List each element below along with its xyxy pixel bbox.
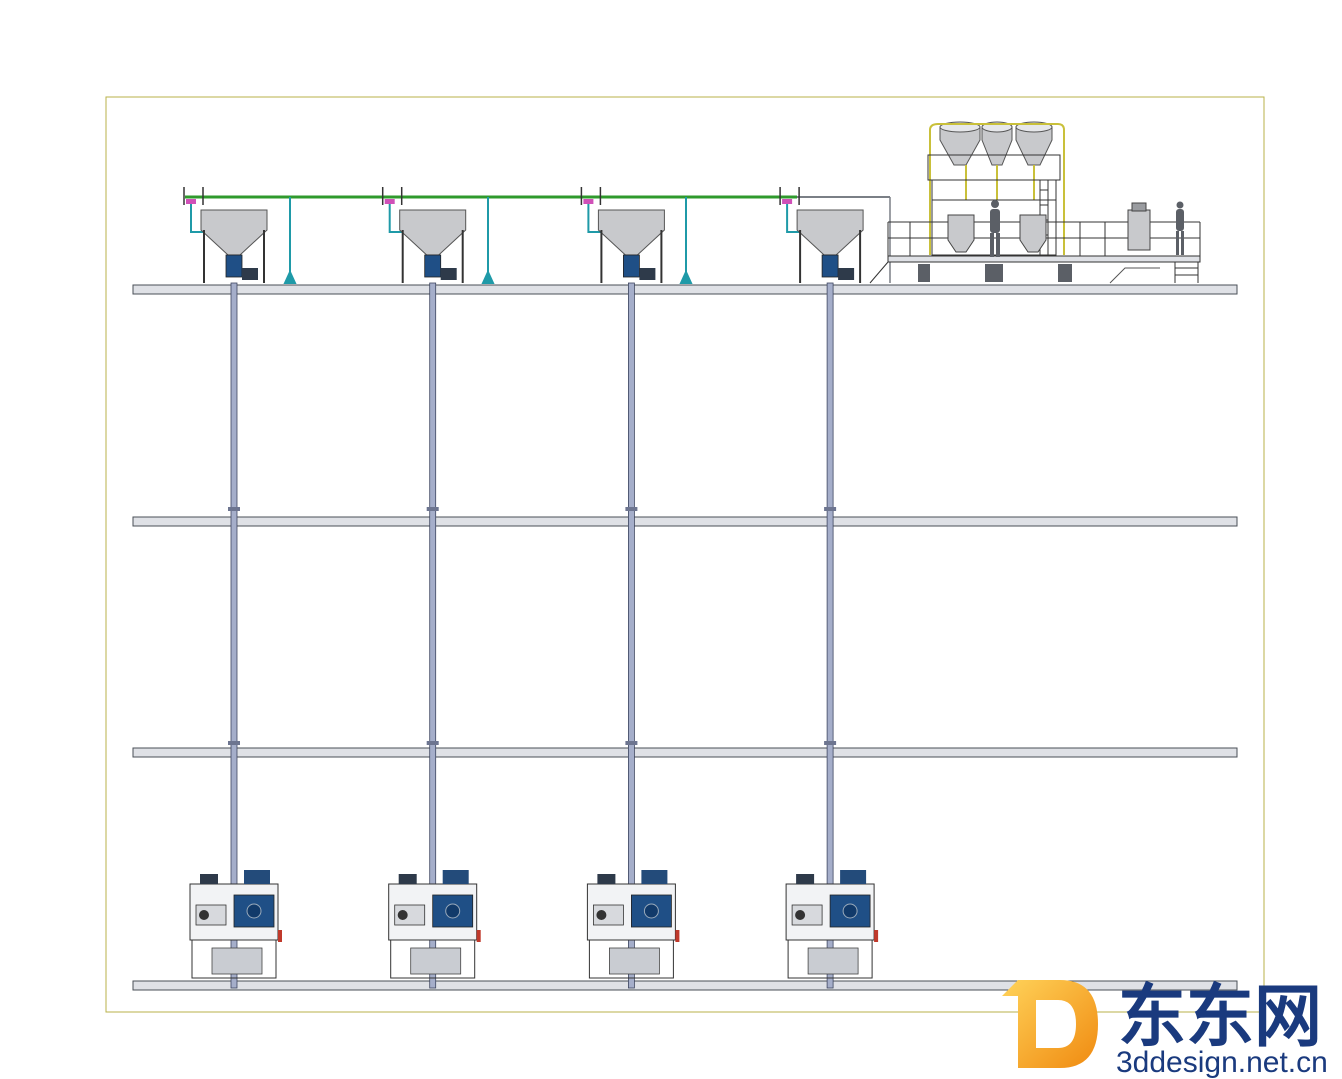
machine-tank — [807, 947, 859, 975]
pipe-flange — [426, 507, 439, 511]
machine-wheel — [643, 903, 659, 919]
watermark: 东东网 3ddesign.net.cn — [1002, 978, 1328, 1079]
pipe-flange — [426, 741, 439, 745]
riser-pipe — [826, 282, 834, 989]
process-line-4 — [779, 187, 879, 989]
machine-motor — [200, 874, 218, 884]
machine-housing — [195, 904, 227, 926]
machine-valve — [675, 930, 680, 942]
machine-port — [596, 910, 607, 920]
feed-pump — [821, 254, 839, 278]
hopper — [200, 209, 268, 256]
machine-port — [795, 910, 806, 920]
feed-pump — [623, 254, 640, 278]
pipe-flange — [824, 741, 837, 745]
machine-port — [397, 910, 408, 920]
header-pipe — [185, 195, 891, 283]
dosing-vessels — [947, 202, 1151, 253]
station-frame — [869, 154, 1201, 284]
feed-station — [869, 121, 1201, 284]
hopper — [597, 209, 665, 256]
machine-housing — [394, 904, 426, 926]
machine-motor — [796, 874, 815, 884]
machine-housing — [593, 904, 624, 926]
machine-motor — [840, 870, 867, 884]
pink-fitting — [583, 199, 594, 204]
process-line-1 — [183, 187, 282, 989]
pipe-flange — [824, 507, 837, 511]
machine-tank — [609, 947, 660, 975]
conveying-pipes — [929, 123, 1065, 255]
riser-pipe — [429, 282, 437, 989]
machine-valve — [278, 930, 282, 942]
floor-slab-ground — [132, 980, 1238, 991]
machine-tank — [211, 947, 263, 975]
teal-line — [190, 204, 208, 233]
pipe-flange — [228, 741, 240, 745]
machine-motor — [398, 874, 417, 884]
machine-valve — [476, 930, 481, 942]
floor-slab-top — [132, 284, 1238, 295]
floor-slabs — [132, 284, 1238, 991]
feed-pump — [225, 254, 243, 278]
pump-motor — [838, 268, 855, 280]
machine-tank — [410, 947, 462, 975]
riser-pipe — [628, 282, 635, 989]
machine-motor — [641, 870, 668, 884]
floor-slab-lower — [132, 747, 1238, 758]
machine-wheel — [445, 903, 461, 919]
process-line-3 — [580, 187, 680, 989]
pink-fitting — [384, 199, 395, 204]
hopper — [796, 209, 864, 256]
pump-motor — [242, 268, 258, 280]
watermark-brand-cn: 东东网 — [1118, 978, 1322, 1057]
machine-frame — [390, 939, 476, 979]
machine-frame — [787, 939, 873, 979]
pipe-flange — [625, 507, 638, 511]
silo-hoppers — [939, 121, 1053, 166]
support-posts — [283, 197, 693, 284]
operator-figures — [990, 200, 1184, 257]
riser-pipe — [230, 282, 238, 989]
machine-motor — [244, 870, 270, 884]
watermark-url: 3ddesign.net.cn — [1116, 1046, 1328, 1079]
drawing-frame — [105, 96, 1265, 1013]
process-line-2 — [381, 187, 481, 989]
pipe-flange — [625, 741, 638, 745]
hopper — [399, 209, 467, 256]
machine-motor — [442, 870, 469, 884]
machine-motor — [597, 874, 616, 884]
machine-frame — [588, 939, 674, 979]
pink-fitting — [782, 199, 793, 204]
machine-housing — [791, 904, 823, 926]
pink-fitting — [186, 199, 196, 204]
teal-line — [786, 204, 805, 233]
teal-line — [388, 204, 407, 233]
pipe-flange — [228, 507, 240, 511]
process-lines — [183, 187, 879, 989]
pump-motor — [440, 268, 457, 280]
machine-wheel — [246, 903, 262, 919]
machine-wheel — [842, 903, 858, 919]
machine-frame — [191, 939, 277, 979]
pump-motor — [639, 268, 656, 280]
feed-pump — [424, 254, 442, 278]
station-base — [918, 264, 1160, 284]
floor-slab-upper — [132, 516, 1238, 527]
machine-valve — [874, 930, 879, 942]
machine-port — [199, 910, 209, 920]
teal-line — [587, 204, 606, 233]
